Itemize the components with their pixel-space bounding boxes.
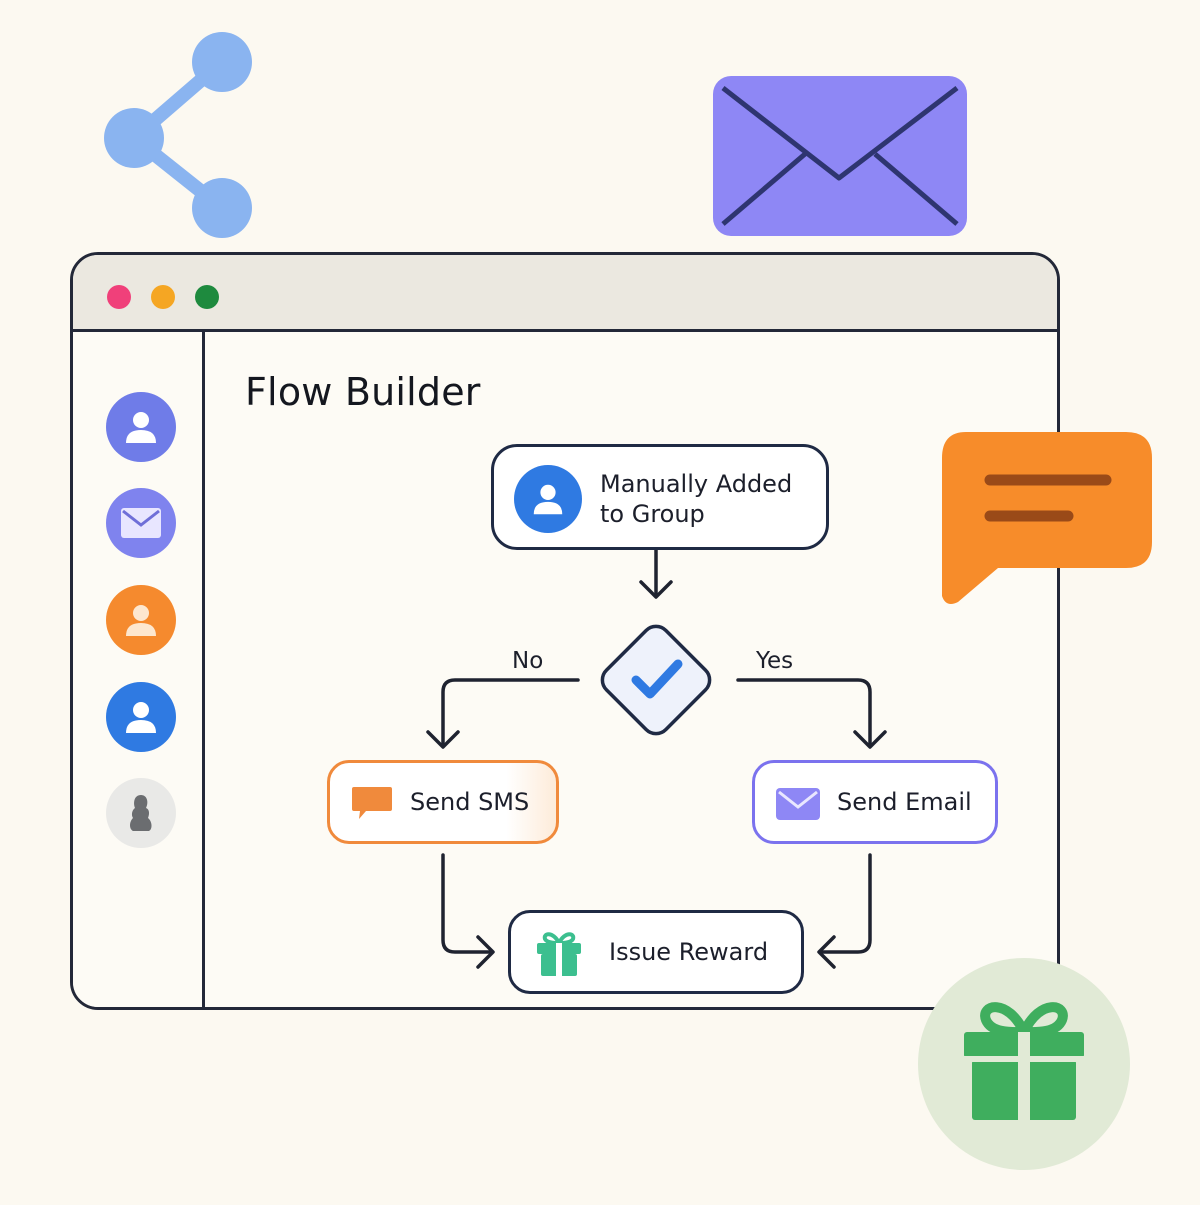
branch-yes-label: Yes [756, 648, 794, 674]
trigger-node[interactable]: Manually Added to Group [491, 444, 829, 550]
send-sms-node[interactable]: Send SMS [327, 760, 559, 844]
envelope-icon [713, 76, 967, 236]
sidebar-item-user[interactable] [106, 392, 176, 462]
gift-badge-icon [918, 958, 1130, 1170]
send-email-label: Send Email [837, 788, 972, 816]
send-sms-label: Send SMS [410, 788, 530, 816]
user-icon [126, 412, 156, 443]
sidebar-item-contact[interactable] [106, 585, 176, 655]
page-title: Flow Builder [245, 370, 481, 414]
issue-reward-node[interactable]: Issue Reward [508, 910, 804, 994]
app-window: Flow Builder [70, 252, 1060, 1010]
chat-bubble-icon [352, 787, 392, 819]
window-close-button[interactable] [107, 285, 131, 309]
envelope-icon [121, 508, 161, 538]
gift-icon [537, 932, 581, 976]
user-icon [126, 702, 156, 733]
user-icon [533, 484, 563, 515]
trigger-avatar [514, 465, 582, 533]
envelope-icon [776, 788, 820, 820]
branch-no-label: No [512, 648, 544, 674]
window-titlebar [73, 255, 1057, 332]
user-silhouette-icon [130, 795, 152, 831]
sidebar-item-account[interactable] [106, 682, 176, 752]
sidebar-item-profile[interactable] [106, 778, 176, 848]
check-icon [631, 659, 683, 699]
window-minimize-button[interactable] [151, 285, 175, 309]
issue-reward-label: Issue Reward [609, 938, 769, 966]
trigger-label: Manually Added to Group [600, 469, 792, 529]
sidebar [73, 332, 205, 1007]
trigger-label-line1: Manually Added [600, 470, 793, 498]
sidebar-item-email[interactable] [106, 488, 176, 558]
decision-node[interactable] [586, 610, 726, 750]
user-icon [126, 605, 156, 636]
trigger-label-line2: to Group [600, 500, 705, 528]
share-icon [104, 32, 252, 238]
window-maximize-button[interactable] [195, 285, 219, 309]
send-email-node[interactable]: Send Email [752, 760, 998, 844]
chat-bubble-icon [942, 432, 1152, 604]
